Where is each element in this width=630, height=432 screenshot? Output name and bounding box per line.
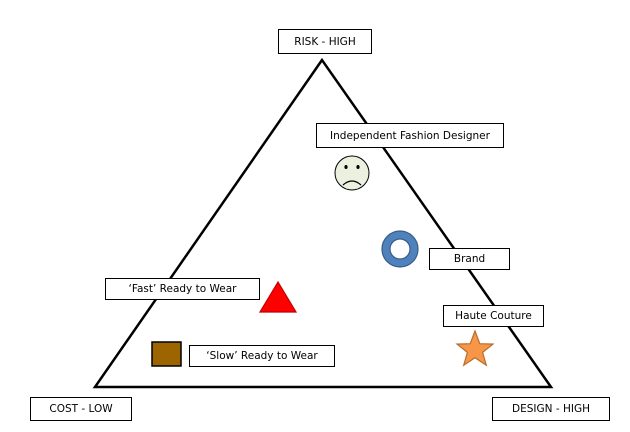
risk-high-label: RISK - HIGH: [278, 29, 372, 54]
brand-label: Brand: [429, 248, 510, 270]
design-high-label: DESIGN - HIGH: [492, 397, 610, 421]
star-icon: [455, 329, 495, 367]
haute-couture-label: Haute Couture: [443, 305, 544, 327]
cost-low-label: COST - LOW: [30, 397, 132, 421]
ring-icon: [381, 230, 419, 268]
fast-ready-to-wear-label: ‘Fast’ Ready to Wear: [105, 278, 260, 300]
risk-cost-design-triangle: [92, 57, 554, 389]
slow-ready-to-wear-label: ‘Slow’ Ready to Wear: [189, 345, 335, 367]
square-icon: [151, 341, 182, 367]
sad-face-icon: [334, 155, 370, 191]
triangle-icon: [258, 280, 298, 313]
independent-fashion-designer-label: Independent Fashion Designer: [316, 123, 504, 148]
